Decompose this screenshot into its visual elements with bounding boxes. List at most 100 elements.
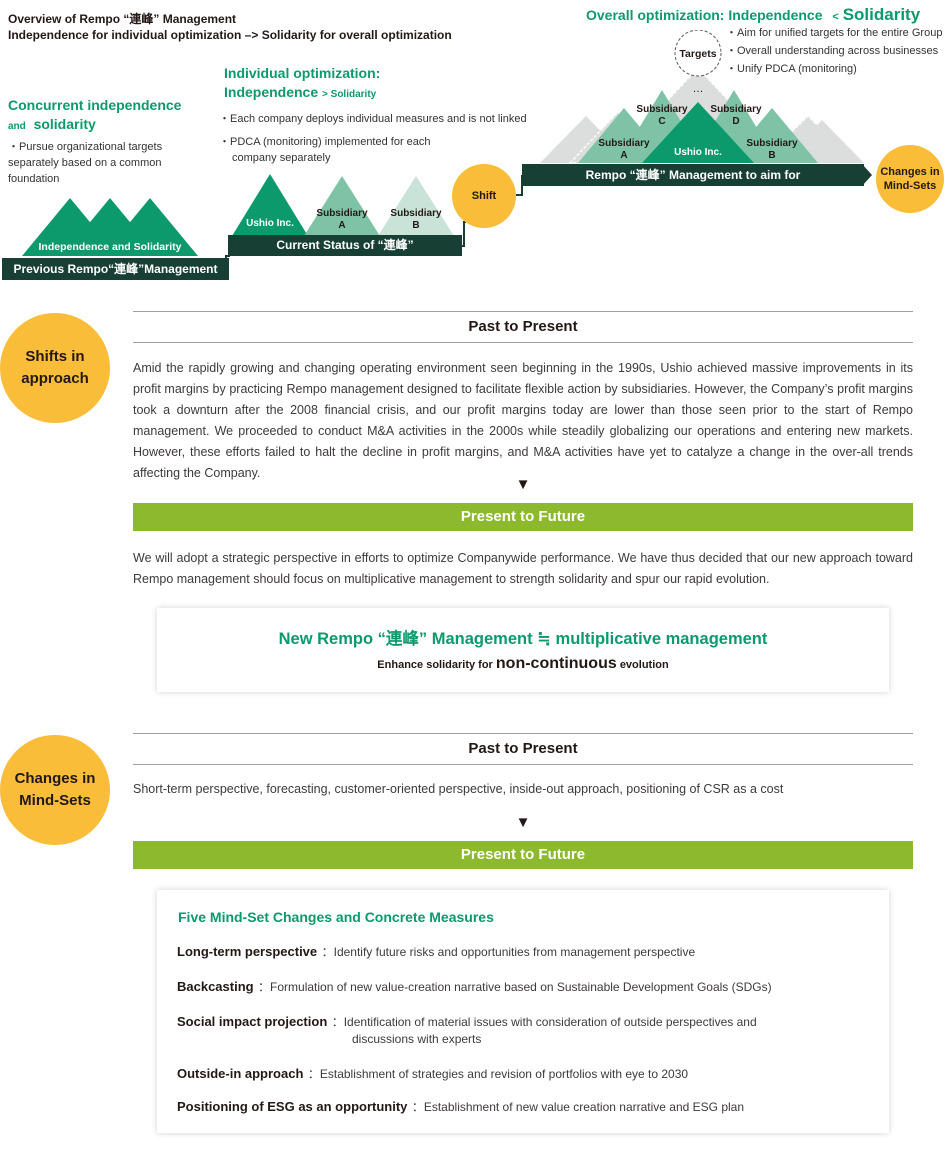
previous-management-bar: Previous Rempo“連峰”Management [2,258,229,280]
future-label-sub-b-1: Subsidiary [746,138,798,149]
future-mountain-ushio [642,102,754,163]
previous-title-and: and [8,121,26,132]
previous-mountains: Independence and Solidarity [22,198,198,256]
mindset-desc-continued: discussions with experts [352,1032,482,1046]
current-title-line1: Individual optimization: [224,65,381,81]
targets-circle [674,30,722,77]
future-bullet-2: ・Overall understanding across businesses [726,45,939,57]
previous-title-line1: Concurrent independence [8,97,182,113]
mindset-term: Social impact projection [177,1014,328,1029]
current-status-bar: Current Status of “連峰” [228,235,462,256]
mindset-item: Positioning of ESG as an opportunity ：Es… [177,1098,744,1116]
mindset-desc: ：Identification of material issues with … [331,1015,757,1029]
new-rempo-subtitle-post: evolution [619,659,669,671]
future-bullet-1: ・Aim for unified targets for the entire … [726,27,943,39]
mindsets-circle-line1: Changes in [14,770,96,787]
mindset-desc: ：Identify future risks and opportunities… [321,945,696,959]
changes-circle-line2: Mind-Sets [883,180,937,192]
shifts-past-text: Amid the rapidly growing and changing op… [133,361,913,480]
changes-in-mindsets-circle: Changes in Mind-Sets [0,735,110,845]
shifts-past-divider [133,311,913,312]
current-mountain-sub-a [304,176,380,236]
shifts-past-divider-bottom [133,342,913,343]
previous-note: ・Pursue organizational targets separatel… [8,141,163,185]
mindset-changes-card: Five Mind-Set Changes and Concrete Measu… [157,890,889,1133]
overview-subtitle: Independence for individual optimization… [8,28,452,42]
future-mountains: Targets … Subsidiary C Subsidiary D Subs… [540,30,864,164]
future-title-independence: Overall optimization: Independence [586,7,823,23]
future-mountain-sub-a [578,108,670,163]
previous-mountain-label: Independence and Solidarity [39,241,182,253]
mindset-term: Positioning of ESG as an opportunity [177,1099,408,1114]
targets-ellipsis: … [693,83,704,95]
shifts-circle-line2: approach [21,370,89,387]
future-mountain-sub-b [726,108,818,163]
shift-circle: Shift [452,164,516,228]
changes-in-mindsets-circle-top: Changes in Mind-Sets [876,145,944,213]
mindset-item: Backcasting ：Formulation of new value-cr… [177,978,772,996]
mindset-item: Long-term perspective ：Identify future r… [177,943,695,961]
new-rempo-subtitle-pre: Enhance solidarity for [377,659,493,671]
shifts-past-title: Past to Present [468,318,578,335]
mindset-desc: ：Establishment of new value creation nar… [411,1100,745,1114]
future-label-sub-a-1: Subsidiary [598,138,650,149]
future-title-lt: < [832,11,839,23]
mindset-term: Backcasting [177,979,254,994]
future-title: Overall optimization: Independence < Sol… [586,5,920,25]
future-bar-arrowhead [862,164,872,186]
current-bullet-1: ・Each company deploys individual measure… [219,113,527,125]
current-title-independence: Independence [224,84,319,100]
current-mountain-sub-b [378,176,454,236]
current-title-solidarity: > Solidarity [322,89,377,100]
shifts-future-bar: Present to Future [133,503,913,531]
future-label-sub-c-1: Subsidiary [636,104,688,115]
mindset-desc: ：Formulation of new value-creation narra… [258,980,772,994]
step-connector-2 [461,221,466,247]
mindsets-down-arrow: ▼ [515,814,531,831]
current-label-ushio: Ushio Inc. [246,218,294,229]
future-label-sub-d-2: D [732,116,739,127]
current-bullet-2: ・PDCA (monitoring) implemented for each [219,136,431,148]
future-label-sub-c-2: C [658,116,665,127]
mindset-desc: ：Establishment of strategies and revisio… [307,1067,689,1081]
mindset-changes-title: Five Mind-Set Changes and Concrete Measu… [178,909,494,925]
future-label-sub-a-2: A [620,150,627,161]
mindset-term: Outside-in approach [177,1066,304,1081]
changes-circle-line1: Changes in [880,166,940,178]
mindsets-past-text: Short-term perspective, forecasting, cus… [133,782,784,796]
targets-label: Targets [679,48,716,60]
step-connector-1 [225,255,230,270]
previous-title-line2: and solidarity [8,116,96,132]
new-rempo-subtitle-big: non-continuous [495,655,617,672]
current-label-sub-b-1: Subsidiary [390,208,442,219]
overview-title: Overview of Rempo “連峰” Management [8,12,237,26]
mindsets-past-title: Past to Present [468,740,578,757]
future-label-sub-b-2: B [768,150,775,161]
previous-mountain-3 [102,198,198,256]
current-title-line2: Independence > Solidarity [224,84,376,100]
shifts-future-text: We will adopt a strategic perspective in… [133,551,913,586]
future-label-sub-d-1: Subsidiary [710,104,762,115]
shifts-circle-line1: Shifts in [25,348,85,365]
current-bullet-2b: company separately [232,152,331,164]
new-rempo-card: New Rempo “連峰” Management ≒ multiplicati… [157,608,889,692]
future-label-ushio: Ushio Inc. [674,147,722,158]
new-rempo-subtitle: Enhance solidarity for non-continuous ev… [157,655,889,673]
mindset-item: Social impact projection ：Identification… [177,1013,757,1031]
previous-title-solidarity: solidarity [33,116,96,132]
mindset-term: Long-term perspective [177,944,318,959]
current-mountains: Ushio Inc. Subsidiary A Subsidiary B [232,174,454,236]
current-label-sub-a-2: A [338,220,345,231]
new-rempo-title: New Rempo “連峰” Management ≒ multiplicati… [278,630,768,648]
current-label-sub-a-1: Subsidiary [316,208,368,219]
current-label-sub-b-2: B [412,220,419,231]
mindset-item: Outside-in approach ：Establishment of st… [177,1065,688,1083]
current-mountain-ushio [232,174,308,236]
shifts-in-approach-circle: Shifts in approach [0,313,110,423]
mindsets-future-bar: Present to Future [133,841,913,869]
mindsets-circle-line2: Mind-Sets [19,792,91,809]
future-management-bar: Rempo “連峰” Management to aim for [522,164,864,186]
future-title-solidarity: Solidarity [842,5,921,24]
future-bullet-3: ・Unify PDCA (monitoring) [726,63,857,75]
mindsets-past-divider-bottom [133,764,913,765]
